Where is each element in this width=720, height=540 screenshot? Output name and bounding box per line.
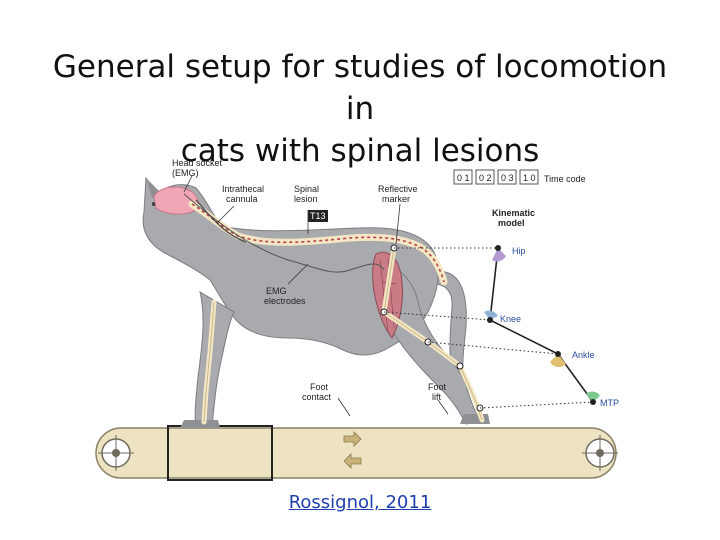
treadmill (95, 425, 618, 481)
title-line-1: General setup for studies of locomotion … (52, 49, 668, 127)
label-knee: Knee (500, 314, 521, 324)
time-code-digit-4: 1 0 (523, 173, 536, 183)
label-mtp: MTP (600, 398, 619, 408)
label-emg-1: EMG (266, 286, 287, 296)
title-line-2: cats with spinal lesions (180, 133, 540, 169)
label-marker-2: marker (382, 194, 410, 204)
label-foot-contact-2: contact (302, 392, 332, 402)
time-code-digit-3: 0 3 (501, 173, 514, 183)
label-ankle: Ankle (572, 350, 595, 360)
belt-arrow-right (343, 431, 362, 447)
time-code-digit-2: 0 2 (479, 173, 492, 183)
marker-projection-lines (383, 247, 594, 409)
force-plate-outline (167, 425, 273, 481)
t13-badge (308, 210, 328, 222)
label-foot-contact-1: Foot (310, 382, 329, 392)
mtp-joint (586, 391, 600, 402)
citation-link[interactable]: Rossignol, 2011 (288, 492, 432, 513)
time-code-display: 0 1 0 2 0 3 1 0 Time code (453, 169, 586, 185)
belt-arrow-left (343, 453, 362, 469)
reflective-markers (380, 244, 484, 412)
label-kinematic-1: Kinematic (492, 208, 535, 218)
label-cannula-2: cannula (226, 194, 258, 204)
time-code-digit-1: 0 1 (457, 173, 470, 183)
hip-joint (492, 248, 506, 262)
label-marker-1: Reflective (378, 184, 418, 194)
label-emg-2: electrodes (264, 296, 306, 306)
label-foot-lift-2: lift (432, 392, 441, 402)
label-hip: Hip (512, 246, 526, 256)
label-cannula-1: Intrathecal (222, 184, 264, 194)
knee-joint (484, 310, 498, 320)
label-head-socket-1: Head socket (172, 158, 223, 168)
label-head-socket-2: (EMG) (172, 168, 199, 178)
emg-wire (183, 193, 385, 273)
callout-lines (183, 175, 449, 417)
ankle-joint (550, 354, 566, 368)
kinematic-model (484, 245, 600, 405)
label-lesion-1: Spinal (294, 184, 319, 194)
locomotion-setup-diagram: 0 1 0 2 0 3 1 0 Time code T13 Head socke… (88, 152, 648, 492)
t13-label: T13 (310, 211, 326, 221)
slide-title: General setup for studies of locomotion … (40, 46, 680, 172)
label-lesion-2: lesion (294, 194, 318, 204)
intrathecal-cannula (195, 199, 247, 243)
time-code-label: Time code (544, 174, 586, 184)
label-kinematic-2: model (498, 218, 525, 228)
label-foot-lift-1: Foot (428, 382, 447, 392)
diagram-svg: 0 1 0 2 0 3 1 0 Time code T13 Head socke… (95, 158, 619, 481)
